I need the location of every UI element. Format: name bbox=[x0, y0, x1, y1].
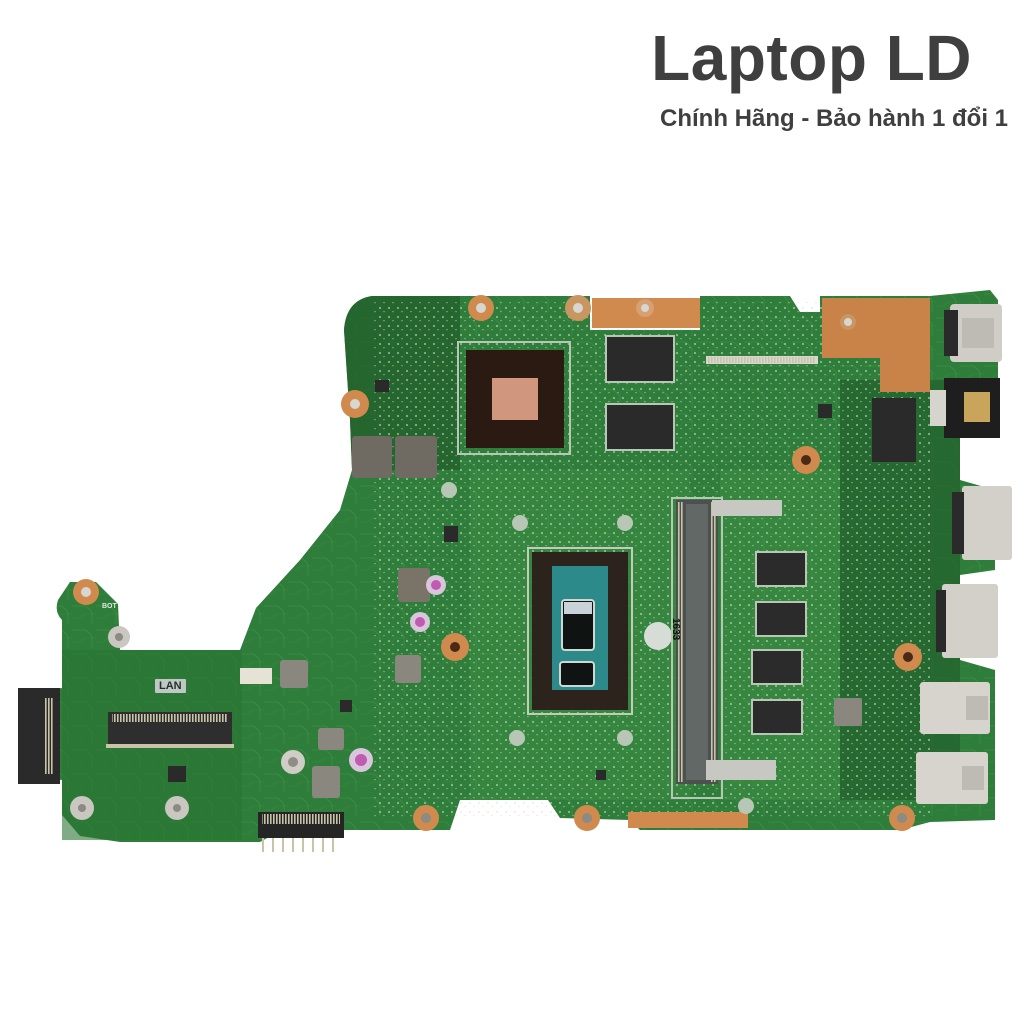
brand-header: Laptop LD Chính Hãng - Bảo hành 1 đổi 1 bbox=[651, 22, 1008, 134]
fan-connector bbox=[240, 668, 272, 684]
hdmi-port bbox=[952, 486, 1012, 560]
so-dimm-slot bbox=[671, 497, 782, 799]
gpu-chip bbox=[457, 341, 571, 455]
inductors bbox=[280, 436, 862, 798]
screw-holes bbox=[70, 295, 922, 831]
sata-connector bbox=[18, 688, 60, 784]
dimm-marking-label: 1633 bbox=[670, 618, 681, 641]
vga-port bbox=[936, 584, 998, 658]
rj45-port bbox=[930, 378, 1000, 438]
battery-connector bbox=[258, 812, 344, 852]
usb-port-2 bbox=[916, 752, 988, 804]
cpu-chip bbox=[527, 547, 633, 715]
small-ics bbox=[168, 380, 832, 782]
usb-port-1 bbox=[920, 682, 990, 734]
brand-subtitle: Chính Hãng - Bảo hành 1 đổi 1 bbox=[660, 105, 1008, 132]
capacitors bbox=[281, 575, 446, 774]
lan-controller bbox=[872, 398, 916, 462]
lan-silkscreen-label: LAN bbox=[155, 679, 186, 693]
brand-title: Laptop LD bbox=[651, 22, 972, 94]
io-ports bbox=[916, 304, 1012, 804]
onboard-ram-chips bbox=[751, 551, 807, 735]
dc-jack bbox=[944, 304, 1002, 362]
bot-silkscreen-label: BOT bbox=[102, 603, 117, 610]
vram-chips bbox=[605, 335, 818, 451]
m2-wlan-slot bbox=[106, 712, 234, 748]
